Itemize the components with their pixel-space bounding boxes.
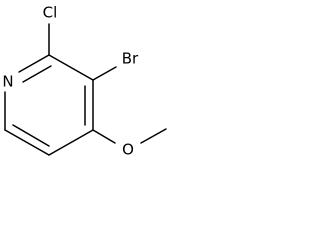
bond-o-ch3	[140, 128, 167, 144]
molecule-canvas: N Cl Br O	[0, 0, 177, 166]
bond-c5-c6	[4, 129, 50, 156]
atom-bromine-label: Br	[122, 50, 139, 68]
atom-nitrogen-label: N	[2, 73, 13, 91]
bond-n-c2	[18, 54, 50, 73]
structure-diagram: N Cl Br O	[2, 4, 167, 159]
double-bond-n-c2	[22, 65, 52, 83]
bond-c2-c3	[48, 54, 94, 81]
bond-c3-br	[92, 66, 117, 81]
atom-oxygen-label: O	[122, 141, 134, 159]
double-bond-c5-c6	[12, 124, 50, 147]
atom-chlorine-label: Cl	[43, 4, 58, 22]
bond-c4-c5	[48, 129, 94, 156]
bond-c4-o	[92, 129, 116, 144]
